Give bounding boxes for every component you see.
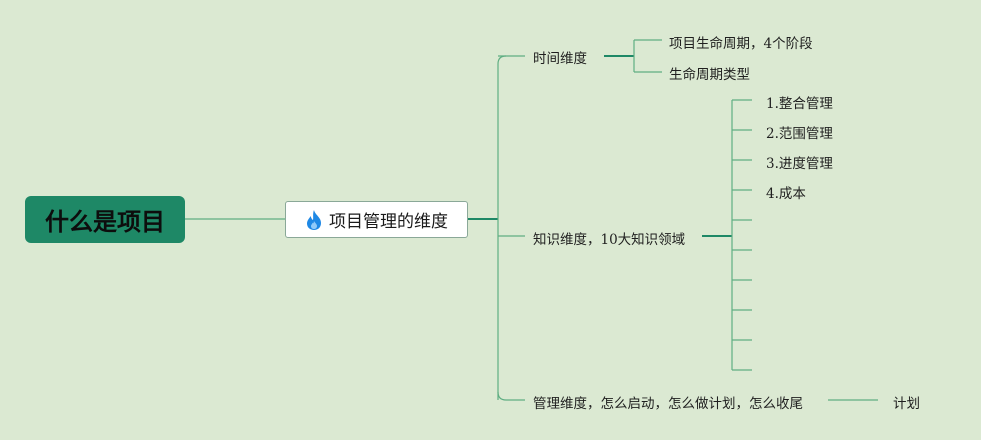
branch-time-label: 时间维度: [533, 51, 587, 67]
knowledge-child-3-label: 3.进度管理: [766, 156, 833, 172]
management-child-1[interactable]: 计划: [893, 392, 920, 412]
knowledge-child-1-label: 1.整合管理: [766, 96, 833, 112]
knowledge-child-1[interactable]: 1.整合管理: [766, 92, 833, 112]
time-child-2[interactable]: 生命周期类型: [669, 63, 750, 83]
branch-management[interactable]: 管理维度，怎么启动，怎么做计划，怎么收尾: [533, 392, 803, 412]
root-topic-label: 什么是项目: [45, 208, 165, 236]
flame-icon: [305, 209, 323, 231]
knowledge-child-4-label: 4.成本: [766, 186, 806, 202]
time-child-2-label: 生命周期类型: [669, 67, 750, 83]
branch-knowledge[interactable]: 知识维度，10大知识领域: [533, 228, 685, 248]
time-child-1-label: 项目生命周期，4个阶段: [669, 36, 813, 52]
management-child-1-label: 计划: [893, 396, 920, 412]
central-topic-label: 项目管理的维度: [329, 212, 448, 232]
connector-to-management: [497, 391, 525, 401]
knowledge-child-2[interactable]: 2.范围管理: [766, 122, 833, 142]
time-child-1[interactable]: 项目生命周期，4个阶段: [669, 32, 813, 52]
branch-time[interactable]: 时间维度: [533, 47, 587, 67]
branch-knowledge-label: 知识维度，10大知识领域: [533, 232, 686, 248]
knowledge-child-3[interactable]: 3.进度管理: [766, 152, 833, 172]
knowledge-child-2-label: 2.范围管理: [766, 126, 833, 142]
connector-to-time-curve: [497, 55, 507, 65]
central-topic[interactable]: 项目管理的维度: [285, 201, 468, 238]
root-topic[interactable]: 什么是项目: [25, 196, 185, 243]
branch-management-label: 管理维度，怎么启动，怎么做计划，怎么收尾: [533, 396, 803, 412]
knowledge-child-4[interactable]: 4.成本: [766, 182, 806, 202]
